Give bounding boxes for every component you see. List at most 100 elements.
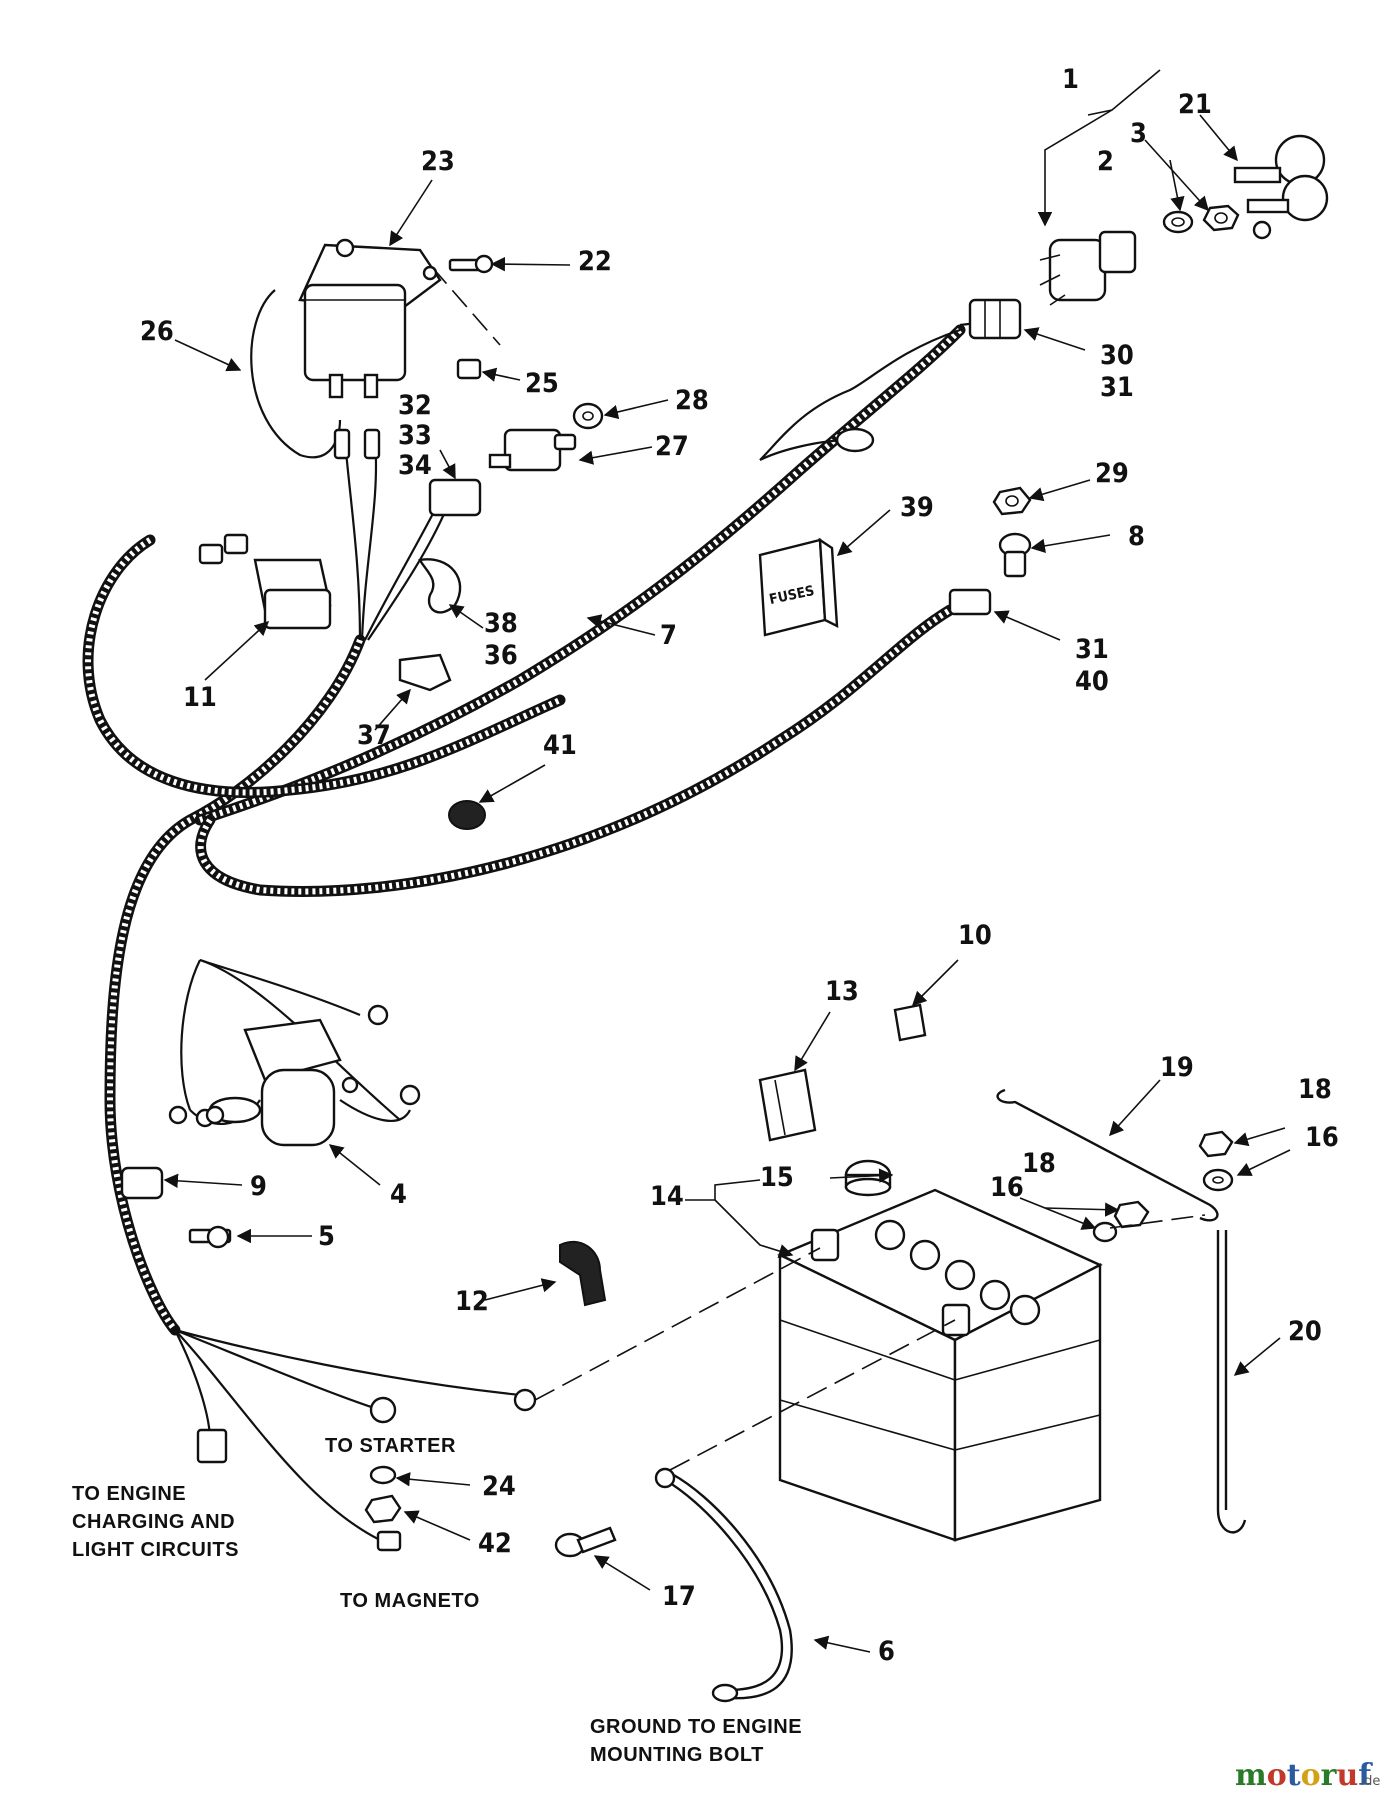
- lower-wires: [174, 958, 521, 1541]
- watermark-suffix: .de: [1360, 1774, 1380, 1789]
- cap-15: [844, 1159, 892, 1197]
- nut-29: [992, 486, 1032, 516]
- callout-34: 34: [398, 450, 432, 481]
- callout-28: 28: [675, 385, 709, 416]
- callout-8: 8: [1128, 521, 1145, 552]
- clip-13: [758, 1068, 817, 1142]
- callout-labels: 1 2 3 21 23 22 26 25 30 31 28 32 33 34 2…: [140, 64, 1339, 1667]
- caption-to-engine-line1: TO ENGINE: [72, 1483, 186, 1505]
- callout-6: 6: [878, 1636, 895, 1667]
- callout-41: 41: [543, 730, 577, 761]
- nut-28: [572, 402, 604, 430]
- washer-16-mid: [1092, 1221, 1118, 1243]
- callout-5: 5: [318, 1221, 335, 1252]
- callout-2: 2: [1097, 146, 1114, 177]
- callout-31-lower: 31: [1075, 634, 1109, 665]
- callout-38: 38: [484, 608, 518, 639]
- callout-29: 29: [1095, 458, 1129, 489]
- callout-30: 30: [1100, 340, 1134, 371]
- screw-22: [448, 254, 494, 274]
- watermark-m: m: [1235, 1758, 1267, 1793]
- callout-4: 4: [390, 1179, 407, 1210]
- clip-9: [120, 1166, 164, 1200]
- callout-16-right: 16: [1305, 1122, 1339, 1153]
- callout-26: 26: [140, 316, 174, 347]
- callout-11: 11: [183, 682, 217, 713]
- boot-12: [559, 1240, 607, 1307]
- callout-32: 32: [398, 390, 432, 421]
- callout-42: 42: [478, 1528, 512, 1559]
- callout-27: 27: [655, 431, 689, 462]
- nut-18-top: [1198, 1130, 1234, 1158]
- caption-to-engine-line2: CHARGING AND: [72, 1511, 235, 1533]
- washer-16-top: [1202, 1168, 1234, 1192]
- watermark-o1: o: [1267, 1758, 1287, 1793]
- wire-harness-7: [82, 324, 966, 1336]
- callout-20: 20: [1288, 1316, 1322, 1347]
- clip-10: [893, 1003, 927, 1042]
- callout-24: 24: [482, 1471, 516, 1502]
- motoruf-watermark: motoruf .de: [1235, 1758, 1380, 1793]
- callout-10: 10: [958, 920, 992, 951]
- clamp-38-36: [418, 558, 462, 614]
- nut-3: [1202, 204, 1240, 232]
- callout-37: 37: [357, 720, 391, 751]
- callout-15: 15: [760, 1162, 794, 1193]
- callout-18-right: 18: [1298, 1074, 1332, 1105]
- captions: TO STARTER TO ENGINE CHARGING AND LIGHT …: [72, 1435, 802, 1766]
- callout-31-upper: 31: [1100, 372, 1134, 403]
- callout-7: 7: [660, 620, 677, 651]
- callout-19: 19: [1160, 1052, 1194, 1083]
- dashed-leaders: [431, 266, 1206, 1471]
- starter-terminals: [364, 1388, 537, 1524]
- fuse-holder-25: [456, 358, 482, 380]
- switch-27: [488, 428, 577, 472]
- watermark-text: motoruf: [1235, 1758, 1373, 1793]
- callout-33: 33: [398, 420, 432, 451]
- caption-to-engine-line3: LIGHT CIRCUITS: [72, 1539, 239, 1561]
- callout-3: 3: [1130, 118, 1147, 149]
- watermark-f: f: [1358, 1758, 1373, 1793]
- bolt-17: [554, 1526, 617, 1558]
- connector-30: [968, 298, 1022, 340]
- callout-18-mid: 18: [1022, 1148, 1056, 1179]
- caption-to-magneto: TO MAGNETO: [340, 1590, 480, 1612]
- screw-5: [188, 1225, 232, 1249]
- solenoid-terminals: [168, 1004, 421, 1125]
- ground-cable-6: [654, 1467, 793, 1703]
- caption-ground-line2: MOUNTING BOLT: [590, 1744, 764, 1766]
- connector-11-plug: [198, 533, 249, 565]
- callout-23: 23: [421, 146, 455, 177]
- battery-14: [777, 1188, 1103, 1542]
- callout-12: 12: [455, 1286, 489, 1317]
- clamp-37: [398, 653, 452, 692]
- ignition-switch: [1039, 230, 1137, 306]
- keys-21: [1233, 134, 1329, 240]
- switch-11: [253, 558, 332, 630]
- rod-20: [1216, 1230, 1247, 1534]
- callout-25: 25: [525, 368, 559, 399]
- connector-engine: [196, 1428, 402, 1552]
- plug-41: [448, 800, 486, 830]
- inline-fuse: [835, 427, 875, 453]
- relay-bracket-23: [298, 238, 442, 399]
- caption-to-starter: TO STARTER: [325, 1435, 456, 1457]
- callout-17: 17: [662, 1581, 696, 1612]
- callout-13: 13: [825, 976, 859, 1007]
- connector-31-40: [948, 588, 992, 616]
- callout-1: 1: [1062, 64, 1079, 95]
- connector-32-34: [333, 428, 482, 517]
- callout-36: 36: [484, 640, 518, 671]
- rod-19: [996, 1088, 1219, 1222]
- fuses-box-39: FUSES: [758, 537, 839, 637]
- callout-9: 9: [250, 1171, 267, 1202]
- callout-22: 22: [578, 246, 612, 277]
- watermark-t: t: [1287, 1758, 1301, 1793]
- caption-ground-line1: GROUND TO ENGINE: [590, 1716, 802, 1738]
- callout-14: 14: [650, 1181, 684, 1212]
- callout-16-mid: 16: [990, 1172, 1024, 1203]
- watermark-o2: o: [1301, 1758, 1321, 1793]
- callout-21: 21: [1178, 89, 1212, 120]
- solenoid-4: [195, 1018, 359, 1147]
